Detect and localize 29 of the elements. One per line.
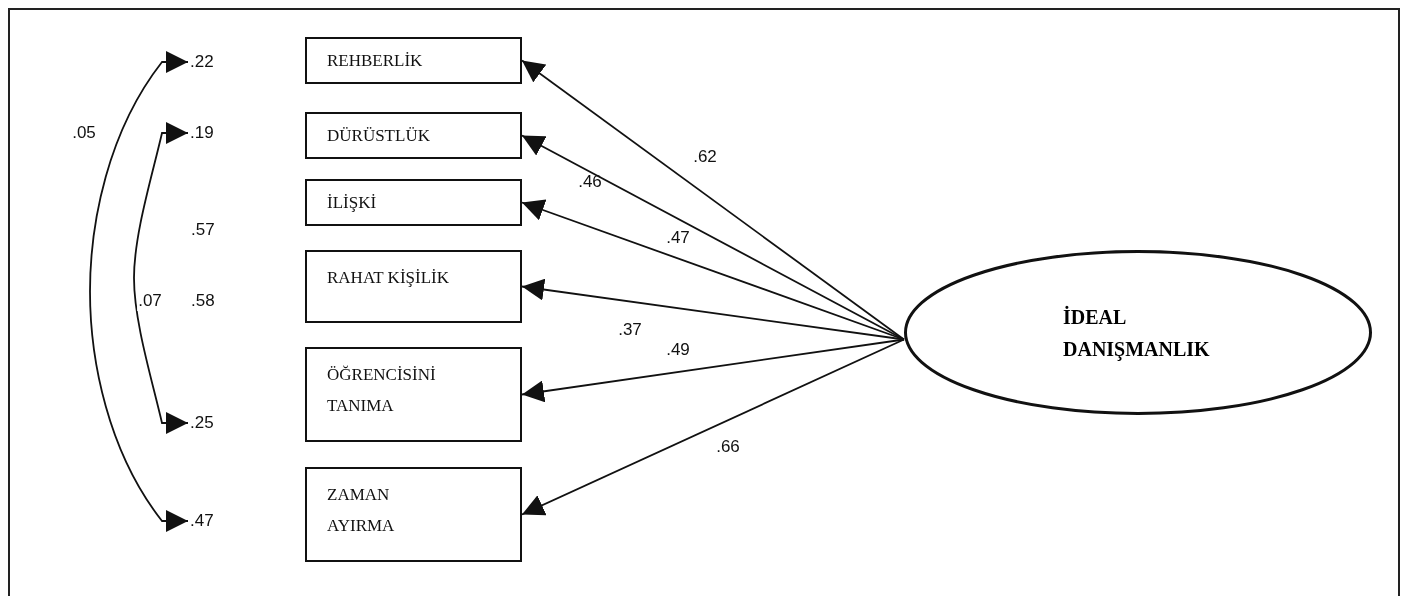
variable-box: ÖĞRENCİSİNİ TANIMA (305, 347, 522, 442)
path-coefficient: .66 (715, 437, 741, 457)
variable-box: ZAMAN AYIRMA (305, 467, 522, 562)
path-coefficient: .46 (577, 172, 603, 192)
latent-variable-ellipse (904, 250, 1372, 415)
path-arrow (521, 338, 905, 403)
path-coefficient: .47 (665, 228, 691, 248)
variable-box: RAHAT KİŞİLİK (305, 250, 522, 323)
latent-variable-label: İDEAL DANIŞMANLIK (1063, 304, 1211, 363)
error-variance-value: .58 (190, 291, 216, 311)
error-variance-value: .25 (190, 413, 214, 433)
covariance-arrow (89, 51, 189, 532)
path-arrow (521, 134, 905, 341)
path-arrow (521, 278, 905, 341)
error-variance-value: .22 (190, 52, 214, 72)
error-variance-value: .19 (190, 123, 214, 143)
variable-box: DÜRÜSTLÜK (305, 112, 522, 159)
error-variance-value: .47 (190, 511, 214, 531)
covariance-label: .07 (137, 291, 163, 311)
covariance-label: .05 (71, 123, 97, 143)
variable-box: REHBERLİK (305, 37, 522, 84)
path-arrow (521, 338, 905, 516)
covariance-arrow (133, 122, 189, 434)
path-arrow (521, 59, 905, 341)
path-coefficient: .37 (617, 320, 643, 340)
path-coefficient: .49 (665, 340, 691, 360)
variable-box: İLİŞKİ (305, 179, 522, 226)
path-coefficient: .62 (692, 147, 718, 167)
error-variance-value: .57 (190, 220, 216, 240)
